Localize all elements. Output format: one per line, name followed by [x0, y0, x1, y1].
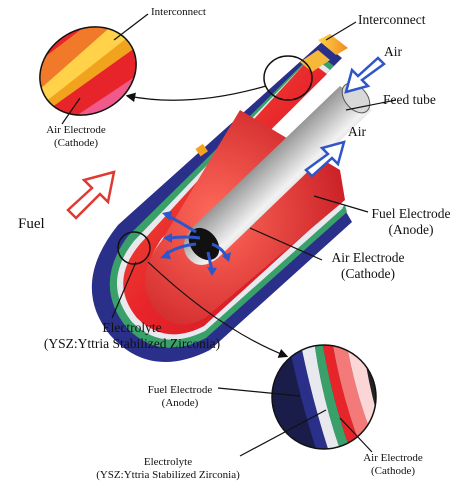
fuel-arrow [68, 172, 114, 218]
label-fuel-electrode-main-line2: (Anode) [356, 222, 466, 238]
label-air-mid: Air [348, 124, 366, 140]
label-air-electrode-inset-line1: Air Electrode [28, 124, 124, 137]
label-electrolyte-main-line1: Electrolyte [10, 320, 254, 336]
leader-interconnect-main [326, 22, 356, 40]
label-electrolyte-main: Electrolyte (YSZ:Yttria Stabilized Zirco… [10, 320, 254, 351]
label-fuel-electrode-main: Fuel Electrode (Anode) [356, 206, 466, 237]
label-fuel: Fuel [18, 216, 45, 233]
label-air-electrode-inset2: Air Electrode (Cathode) [348, 452, 438, 477]
air-outflow-arrow-4 [170, 237, 200, 238]
label-interconnect-main: Interconnect [358, 12, 425, 28]
label-electrolyte-main-line2: (YSZ:Yttria Stabilized Zirconia) [10, 336, 254, 352]
label-fuel-electrode-inset: Fuel Electrode (Anode) [130, 384, 230, 409]
label-air-electrode-inset-line2: (Cathode) [28, 137, 124, 150]
label-air-electrode-inset2-line1: Air Electrode [348, 452, 438, 465]
fuel-arrow-shape [68, 172, 114, 218]
label-air-electrode-inset2-line2: (Cathode) [348, 465, 438, 478]
callout-arrow-top [128, 86, 266, 100]
leader-interconnect-inset [114, 14, 148, 40]
label-air-electrode-main-line2: (Cathode) [316, 266, 420, 282]
label-air-electrode-main: Air Electrode (Cathode) [316, 250, 420, 281]
label-air-electrode-inset: Air Electrode (Cathode) [28, 124, 124, 149]
label-fuel-electrode-main-line1: Fuel Electrode [356, 206, 466, 222]
label-air-top: Air [384, 44, 402, 60]
label-feed-tube: Feed tube [383, 92, 436, 108]
label-electrolyte-inset-line2: (YSZ:Yttria Stabilized Zirconia) [68, 469, 268, 482]
label-air-electrode-main-line1: Air Electrode [316, 250, 420, 266]
label-interconnect-inset: Interconnect [151, 6, 206, 19]
inset-layers [270, 340, 390, 455]
label-fuel-electrode-inset-line2: (Anode) [130, 397, 230, 410]
label-fuel-electrode-inset-line1: Fuel Electrode [130, 384, 230, 397]
air-inlet-arrow-shape [346, 58, 384, 92]
label-electrolyte-inset: Electrolyte (YSZ:Yttria Stabilized Zirco… [68, 456, 268, 481]
air-inlet-arrow [346, 58, 384, 92]
label-electrolyte-inset-line1: Electrolyte [68, 456, 268, 469]
